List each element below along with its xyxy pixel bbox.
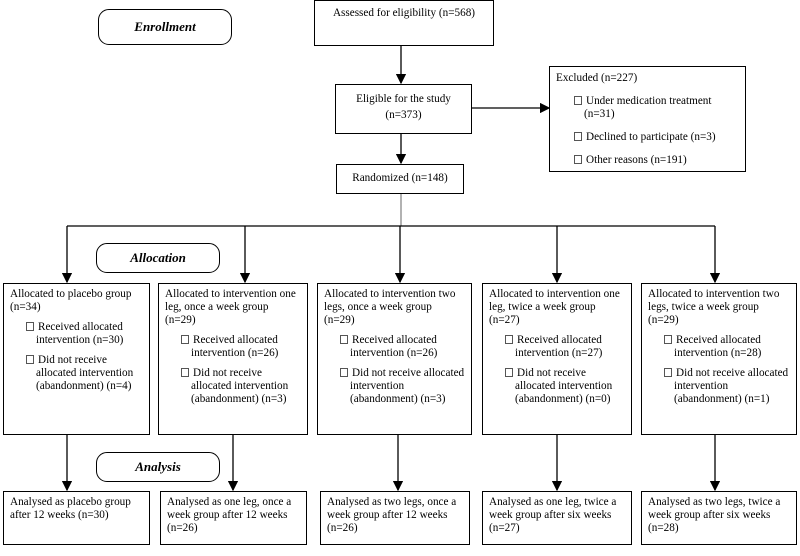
not-received-item: Did not receive allocated intervention (… [648,367,790,406]
eligible-box: Eligible for the study (n=373) [335,84,472,134]
received-item: Received allocated intervention (n=26) [165,334,301,360]
received-item: Received allocated intervention (n=28) [648,334,790,360]
group-box-two-legs-twice: Allocated to intervention two legs, twic… [641,283,797,435]
bullet-icon [664,367,672,377]
excluded-item: Declined to participate (n=3) [556,131,739,144]
analysis-box-one-leg-twice: Analysed as one leg, twice a week group … [482,491,632,545]
group-box-one-leg-once: Allocated to intervention one leg, once … [158,283,308,435]
bullet-icon [181,367,189,377]
bullet-icon [574,95,582,105]
stage-label-enrollment: Enrollment [98,9,232,45]
excluded-title: Excluded (n=227) [556,72,638,84]
eligible-count: (n=373) [385,109,422,121]
group-title: Allocated to intervention two legs, once… [324,288,456,326]
bullet-icon [505,334,513,344]
excluded-item: Other reasons (n=191) [556,154,739,167]
group-title: Allocated to intervention one leg, once … [165,288,296,326]
group-title: Allocated to intervention one leg, twice… [489,288,620,326]
bullet-icon [340,367,348,377]
stage-label-allocation: Allocation [96,243,220,273]
excluded-item: Under medication treatment (n=31) [556,95,739,121]
eligible-label: Eligible for the study [356,93,451,105]
analysis-box-placebo: Analysed as placebo group after 12 weeks… [3,491,150,545]
bullet-icon [181,334,189,344]
bullet-icon [505,367,513,377]
not-received-item: Did not receive allocated intervention (… [165,367,301,406]
not-received-item: Did not receive allocated intervention (… [324,367,465,406]
analysis-box-two-legs-twice: Analysed as two legs, twice a week group… [641,491,797,545]
group-box-two-legs-once: Allocated to intervention two legs, once… [317,283,472,435]
assessed-box: Assessed for eligibility (n=568) [314,0,494,46]
bullet-icon [664,334,672,344]
group-title: Allocated to placebo group (n=34) [10,288,132,313]
analysis-box-one-leg-once: Analysed as one leg, once a week group a… [160,491,307,545]
bullet-icon [26,321,34,331]
bullet-icon [574,154,582,164]
bullet-icon [574,131,582,141]
excluded-box: Excluded (n=227) Under medication treatm… [549,66,746,172]
received-item: Received allocated intervention (n=26) [324,334,465,360]
bullet-icon [340,334,348,344]
randomized-box: Randomized (n=148) [336,164,464,194]
analysis-box-two-legs-once: Analysed as two legs, once a week group … [320,491,470,545]
group-box-one-leg-twice: Allocated to intervention one leg, twice… [482,283,632,435]
group-title: Allocated to intervention two legs, twic… [648,288,780,326]
stage-label-analysis: Analysis [96,452,220,482]
group-box-placebo: Allocated to placebo group (n=34) Receiv… [3,283,150,435]
bullet-icon [26,354,34,364]
received-item: Received allocated intervention (n=30) [10,321,143,347]
not-received-item: Did not receive allocated intervention (… [10,354,143,393]
not-received-item: Did not receive allocated intervention (… [489,367,625,406]
received-item: Received allocated intervention (n=27) [489,334,625,360]
